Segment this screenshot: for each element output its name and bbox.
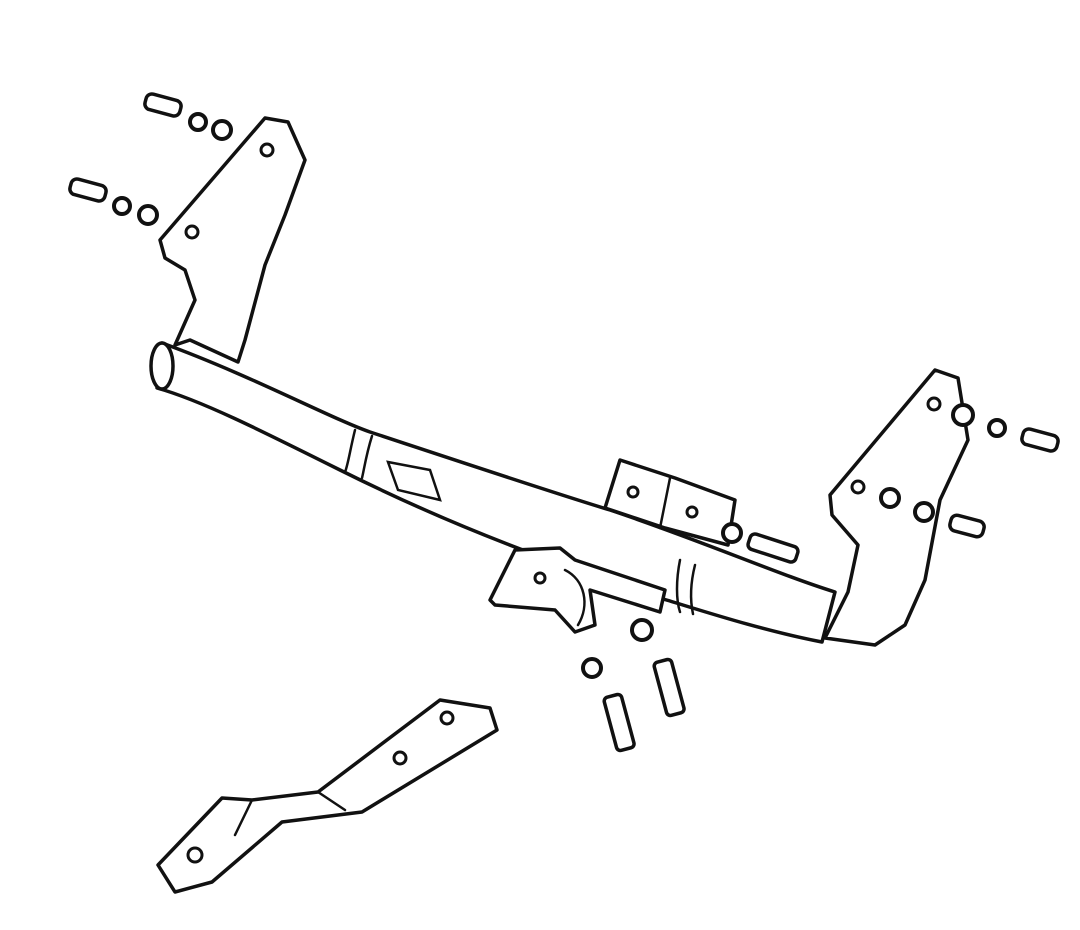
ball-mount-drawbar — [156, 698, 499, 894]
right-mounting-bracket — [823, 368, 975, 647]
left-mounting-bracket — [158, 116, 307, 364]
receiver-hitch — [488, 546, 667, 634]
bolt-top-left-1 — [143, 92, 233, 141]
bolt-right-2 — [948, 513, 986, 539]
crossbar-tube — [149, 341, 837, 644]
bolt-bottom-2 — [630, 618, 686, 718]
bolt-right-1 — [987, 418, 1060, 453]
bolt-top-left-2 — [68, 177, 159, 226]
safety-chain-bracket — [603, 458, 737, 547]
bolt-center — [721, 522, 800, 564]
bolts-and-washers — [68, 92, 1060, 753]
bolt-bottom-1 — [581, 657, 636, 753]
